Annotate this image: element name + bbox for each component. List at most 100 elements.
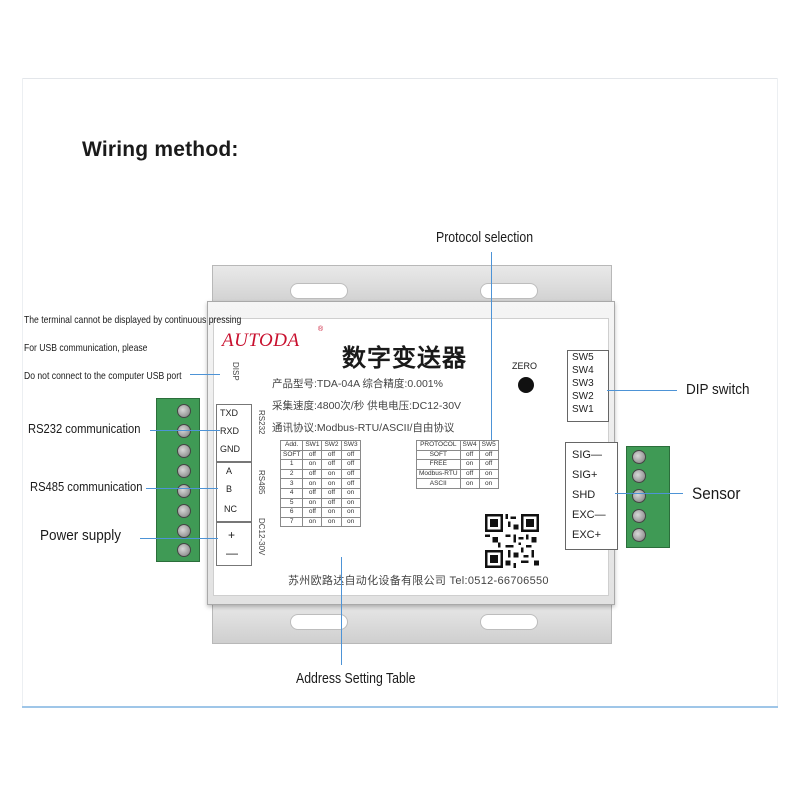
table-cell: SOFT bbox=[416, 449, 461, 461]
table-cell: off bbox=[340, 459, 361, 470]
table-cell: on bbox=[340, 507, 361, 518]
product-name: 数字变送器 bbox=[342, 345, 467, 372]
spec-line-model: 产品型号:TDA-04A 综合精度:0.001% bbox=[272, 378, 443, 390]
dip-switch-sw3[interactable]: SW3 bbox=[572, 378, 594, 389]
screw-icon bbox=[177, 524, 191, 538]
page-heading: Wiring method: bbox=[82, 138, 239, 161]
table-cell: 3 bbox=[279, 478, 304, 489]
screw-icon bbox=[632, 528, 646, 542]
screw-icon bbox=[177, 464, 191, 478]
table-cell: off bbox=[321, 497, 342, 509]
terminal-label-b: B bbox=[226, 484, 233, 494]
callout-line-protocol bbox=[491, 252, 492, 440]
sensor-label-shd: SHD bbox=[572, 489, 596, 501]
protocol-header-sw5: SW5 bbox=[478, 440, 499, 451]
transmitter-front-panel bbox=[213, 318, 609, 596]
table-cell: 2 bbox=[279, 468, 304, 480]
table-cell: on bbox=[302, 516, 323, 528]
callout-dip-switch: DIP switch bbox=[686, 381, 750, 398]
table-cell: on bbox=[459, 478, 480, 489]
address-header-add: Add. bbox=[279, 440, 304, 451]
dip-switch-sw1[interactable]: SW1 bbox=[572, 404, 594, 415]
callout-usb-line-3: Do not connect to the computer USB port bbox=[24, 370, 182, 382]
callout-line-power bbox=[140, 538, 218, 539]
table-cell: 1 bbox=[279, 459, 304, 470]
dip-switch-sw2[interactable]: SW2 bbox=[572, 391, 594, 402]
terminal-label-minus: — bbox=[226, 546, 238, 560]
table-cell: on bbox=[302, 478, 323, 489]
screw-icon bbox=[177, 444, 191, 458]
table-cell: Modbus-RTU bbox=[416, 468, 461, 480]
callout-line-dip bbox=[607, 390, 677, 391]
screw-icon bbox=[632, 509, 646, 523]
callout-line-address bbox=[341, 557, 342, 665]
table-cell: on bbox=[340, 497, 361, 509]
address-header-sw1: SW1 bbox=[302, 440, 323, 451]
flange-slot-top-left bbox=[290, 283, 348, 299]
frame-right-border bbox=[777, 78, 778, 706]
zero-button[interactable] bbox=[518, 377, 534, 393]
table-cell: on bbox=[302, 497, 323, 509]
table-cell: on bbox=[459, 459, 480, 470]
screw-icon bbox=[177, 543, 191, 557]
screw-icon bbox=[632, 469, 646, 483]
table-cell: on bbox=[340, 516, 361, 528]
callout-protocol-selection: Protocol selection bbox=[436, 229, 534, 246]
terminal-label-plus: + bbox=[228, 528, 236, 542]
dip-switch-sw4[interactable]: SW4 bbox=[572, 365, 594, 376]
screw-icon bbox=[632, 450, 646, 464]
side-label-disp: DISP bbox=[231, 362, 240, 381]
side-label-rs232: RS232 bbox=[257, 410, 266, 435]
table-cell: 7 bbox=[279, 516, 304, 528]
flange-slot-bottom-left bbox=[290, 614, 348, 630]
table-cell: off bbox=[459, 449, 480, 461]
table-cell: on bbox=[340, 487, 361, 499]
callout-usb-line-1: The terminal cannot be displayed by cont… bbox=[24, 314, 242, 326]
device-flange-bottom bbox=[212, 600, 612, 644]
spec-line-speed: 采集速度:4800次/秒 供电电压:DC12-30V bbox=[272, 400, 462, 412]
dip-switch-sw5[interactable]: SW5 bbox=[572, 352, 594, 363]
manufacturer-footer: 苏州欧路达自动化设备有限公司 Tel:0512-66706550 bbox=[288, 575, 549, 587]
table-cell: off bbox=[340, 449, 361, 461]
table-cell: 6 bbox=[279, 507, 304, 518]
table-cell: off bbox=[302, 507, 323, 518]
table-cell: off bbox=[302, 468, 323, 480]
callout-line-rs485 bbox=[146, 488, 218, 489]
sensor-terminal-frame bbox=[565, 442, 618, 550]
table-cell: off bbox=[340, 478, 361, 489]
screw-icon bbox=[177, 484, 191, 498]
frame-top-border bbox=[22, 78, 778, 79]
screw-icon bbox=[177, 424, 191, 438]
table-cell: 5 bbox=[279, 497, 304, 509]
callout-rs485: RS485 communication bbox=[30, 479, 143, 494]
table-cell: on bbox=[321, 468, 342, 480]
protocol-table-header: PROTOCOL SW4 SW5 bbox=[416, 440, 499, 451]
address-table-header: Add. SW1 SW2 SW3 bbox=[279, 440, 361, 451]
table-cell: ASCII bbox=[416, 478, 461, 489]
table-cell: off bbox=[302, 449, 323, 461]
callout-address-setting-table: Address Setting Table bbox=[296, 670, 416, 687]
side-label-power: DC12-30V bbox=[257, 518, 266, 556]
terminal-label-nc: NC bbox=[224, 504, 237, 514]
protocol-header-sw4: SW4 bbox=[459, 440, 480, 451]
callout-usb-line-2: For USB communication, please bbox=[24, 342, 148, 354]
sensor-label-exc-minus: EXC— bbox=[572, 509, 606, 521]
table-cell: off bbox=[302, 487, 323, 499]
side-label-rs485: RS485 bbox=[257, 470, 266, 495]
rs485-terminal-frame bbox=[216, 462, 252, 522]
protocol-header-protocol: PROTOCOL bbox=[416, 440, 461, 451]
table-cell: on bbox=[321, 516, 342, 528]
table-cell: on bbox=[302, 459, 323, 470]
frame-bottom-border bbox=[22, 706, 778, 708]
